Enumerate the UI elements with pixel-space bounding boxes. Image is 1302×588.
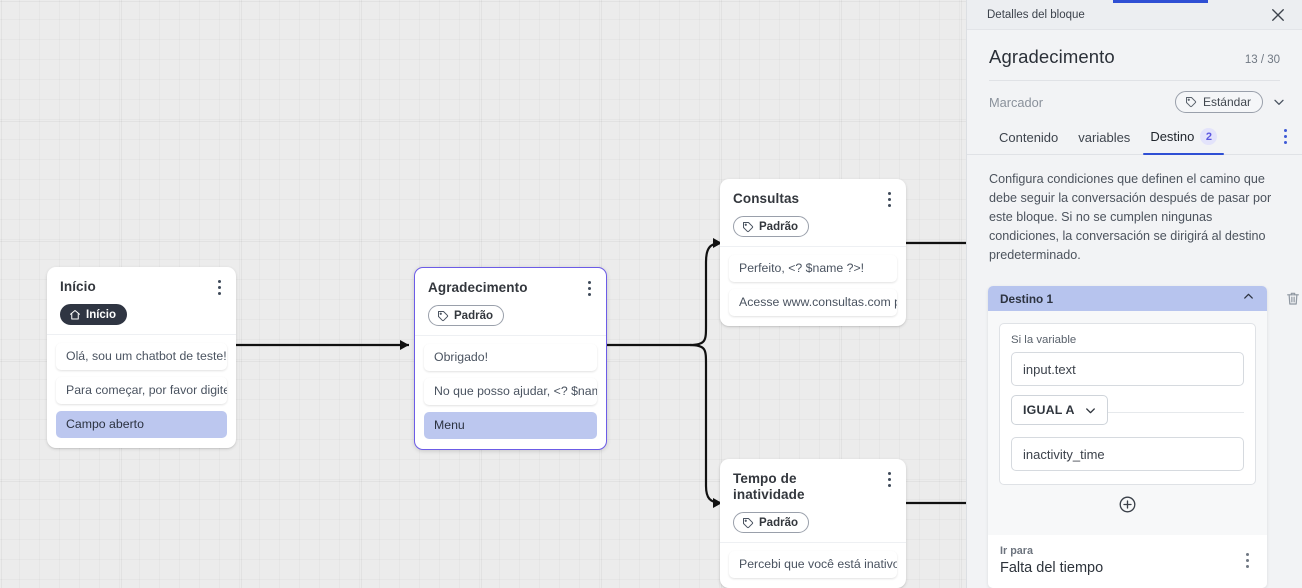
node-row[interactable]: Menu bbox=[424, 411, 597, 439]
tag-icon bbox=[1185, 97, 1197, 108]
node-menu-icon[interactable] bbox=[581, 279, 597, 297]
node-title: Consultas bbox=[733, 191, 800, 206]
char-counter: 13 / 30 bbox=[1244, 54, 1280, 66]
tab-label: variables bbox=[1078, 130, 1131, 145]
operator-label: IGUAL A bbox=[1023, 403, 1075, 417]
node-tag-label: Padrão bbox=[454, 309, 493, 322]
goto-main: Ir para Falta del tiempo bbox=[1000, 545, 1239, 576]
marker-chip[interactable]: Estándar bbox=[1174, 91, 1263, 113]
variable-input[interactable]: input.text bbox=[1011, 352, 1244, 386]
destination-title: Destino 1 bbox=[1000, 291, 1054, 306]
flow-node-agradecimento[interactable]: Agradecimento Padrão Obrigado! No que po… bbox=[414, 267, 607, 450]
block-title-row: Agradecimento 13 / 30 bbox=[967, 30, 1302, 68]
chevron-up-icon[interactable] bbox=[1241, 289, 1256, 309]
tag-icon bbox=[743, 221, 754, 232]
goto-menu-icon[interactable] bbox=[1239, 551, 1255, 569]
node-row[interactable]: Obrigado! bbox=[424, 343, 597, 371]
node-tag-label: Padrão bbox=[759, 220, 798, 233]
node-body: Perfeito, <? $name ?>! Acesse www.consul… bbox=[720, 245, 906, 316]
divider bbox=[989, 80, 1280, 81]
node-body: Percebi que você está inativo. C... bbox=[720, 541, 906, 578]
status-badge: 2 bbox=[1200, 128, 1218, 145]
goto-label: Ir para bbox=[1000, 545, 1034, 557]
node-title: Agradecimento bbox=[428, 280, 528, 295]
node-tag-badge: Início bbox=[60, 304, 128, 325]
page-title: Agradecimento bbox=[989, 46, 1115, 67]
operator-select[interactable]: IGUAL A bbox=[1011, 395, 1108, 425]
node-header: Consultas Padrão bbox=[720, 179, 906, 246]
chevron-down-icon bbox=[1085, 407, 1095, 413]
flow-node-tempo-de-inatividade[interactable]: Tempo de inatividade Padrão Percebi que … bbox=[720, 459, 906, 588]
node-row[interactable]: Perfeito, <? $name ?>! bbox=[729, 254, 897, 282]
node-body: Olá, sou um chatbot de teste! Para começ… bbox=[47, 333, 236, 438]
operator-row: IGUAL A bbox=[1011, 395, 1244, 429]
node-title: Início bbox=[60, 279, 96, 294]
panel-tabs: Contenido variables Destino 2 bbox=[967, 113, 1302, 155]
add-condition-row bbox=[999, 485, 1256, 525]
marker-row: Marcador Estándar bbox=[967, 81, 1302, 113]
browser-tab-accent bbox=[1113, 0, 1208, 3]
home-icon bbox=[70, 309, 80, 319]
node-row[interactable]: Olá, sou um chatbot de teste! bbox=[56, 342, 227, 370]
close-icon[interactable] bbox=[1269, 6, 1287, 24]
plus-circle-icon[interactable] bbox=[1118, 495, 1137, 514]
node-menu-icon[interactable] bbox=[881, 470, 897, 488]
flow-node-consultas[interactable]: Consultas Padrão Perfeito, <? $name ?>! … bbox=[720, 179, 906, 326]
condition-box: Si la variable input.text IGUAL A inacti… bbox=[999, 323, 1256, 485]
goto-value: Falta del tiempo bbox=[1000, 560, 1104, 576]
node-tag-badge: Padrão bbox=[733, 216, 809, 237]
node-body: Obrigado! No que posso ajudar, <? $name … bbox=[415, 334, 606, 439]
marker-value: Estándar bbox=[1202, 95, 1251, 109]
destination-wrapper: Destino 1 Si la variable input.text IGUA… bbox=[988, 286, 1299, 588]
chevron-down-icon[interactable] bbox=[1271, 94, 1287, 110]
panel-header-title: Detalles del bloque bbox=[987, 8, 1085, 21]
tab-variables[interactable]: variables bbox=[1068, 130, 1140, 154]
node-tag-label: Padrão bbox=[759, 516, 798, 529]
node-header: Agradecimento Padrão bbox=[415, 268, 606, 335]
tag-icon bbox=[743, 517, 754, 528]
trash-icon[interactable] bbox=[1285, 290, 1301, 308]
compare-value-input[interactable]: inactivity_time bbox=[1011, 437, 1244, 471]
node-tag-badge: Padrão bbox=[428, 305, 504, 326]
tab-label: Contenido bbox=[999, 130, 1059, 145]
destination-body: Si la variable input.text IGUAL A inacti… bbox=[988, 311, 1267, 535]
destination-card: Destino 1 Si la variable input.text IGUA… bbox=[988, 286, 1267, 588]
destination-description: Configura condiciones que definen el cam… bbox=[989, 172, 1272, 262]
tag-icon bbox=[438, 310, 449, 321]
marker-label: Marcador bbox=[989, 94, 1044, 110]
node-menu-icon[interactable] bbox=[881, 190, 897, 208]
panel-header: Detalles del bloque bbox=[967, 0, 1302, 30]
panel-content: Agradecimento 13 / 30 Marcador Estándar … bbox=[967, 30, 1302, 588]
destination-header[interactable]: Destino 1 bbox=[988, 286, 1267, 311]
flow-node-inicio[interactable]: Início Início Olá, sou um chatbot de tes… bbox=[47, 267, 236, 448]
block-details-panel: Detalles del bloque Agradecimento 13 / 3… bbox=[966, 0, 1302, 588]
node-title: Tempo de inatividade bbox=[733, 471, 805, 502]
node-header: Tempo de inatividade Padrão bbox=[720, 459, 906, 542]
flow-canvas[interactable]: Início Início Olá, sou um chatbot de tes… bbox=[0, 0, 967, 588]
tab-contenido[interactable]: Contenido bbox=[989, 130, 1068, 154]
node-header: Início Início bbox=[47, 267, 236, 334]
tabs-overflow-menu-icon[interactable] bbox=[1276, 125, 1294, 147]
tab-destino[interactable]: Destino 2 bbox=[1140, 128, 1227, 155]
node-menu-icon[interactable] bbox=[211, 278, 227, 296]
condition-label: Si la variable bbox=[1011, 334, 1077, 346]
node-row[interactable]: No que posso ajudar, <? $name ... bbox=[424, 377, 597, 405]
node-row[interactable]: Campo aberto bbox=[56, 410, 227, 438]
tab-label: Destino bbox=[1150, 129, 1195, 144]
node-row[interactable]: Acesse www.consultas.com par... bbox=[729, 288, 897, 316]
goto-section[interactable]: Ir para Falta del tiempo bbox=[988, 535, 1267, 588]
node-tag-label: Início bbox=[86, 308, 117, 321]
node-tag-badge: Padrão bbox=[733, 512, 809, 533]
node-row[interactable]: Percebi que você está inativo. C... bbox=[729, 550, 897, 578]
node-row[interactable]: Para começar, por favor digite o ... bbox=[56, 376, 227, 404]
